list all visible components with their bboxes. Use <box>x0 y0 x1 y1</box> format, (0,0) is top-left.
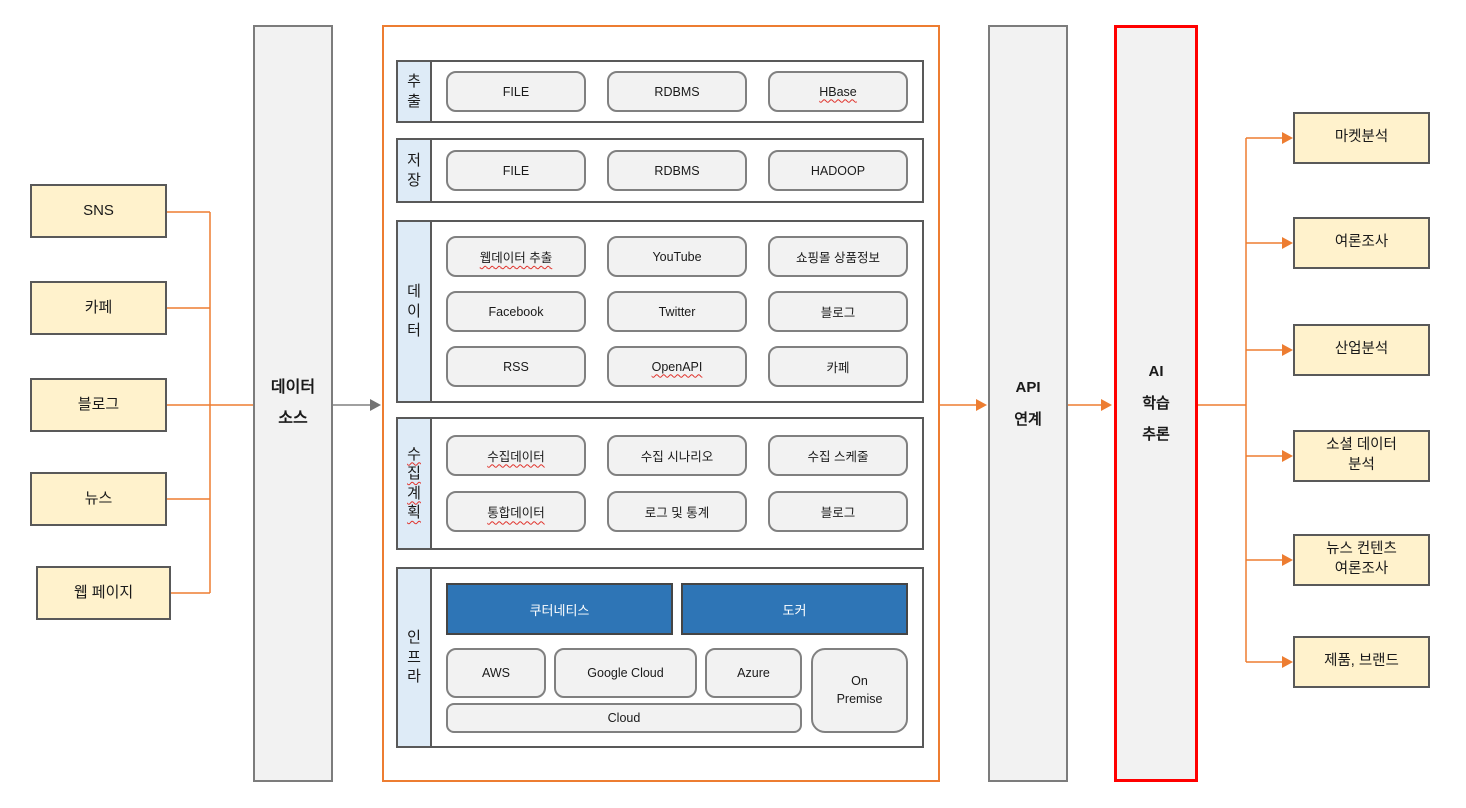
item-hbase: HBase <box>768 71 908 112</box>
source-box-sns: SNS <box>30 184 167 238</box>
row-plan-items: 수집데이터 수집 시나리오 수집 스케줄 통합데이터 로그 및 통계 블로그 <box>432 419 922 548</box>
row-data-label: 데 이 터 <box>398 222 432 401</box>
item-file: FILE <box>446 71 586 112</box>
orange-arrowhead-icon <box>1282 656 1293 668</box>
item-log-statistics: 로그 및 통계 <box>607 491 747 533</box>
item-on-premise: On Premise <box>811 648 908 733</box>
platform-to-api-arrow <box>940 399 987 411</box>
item-blog-plan: 블로그 <box>768 491 908 533</box>
orange-arrowhead-icon <box>1282 344 1293 356</box>
output-box-product-brand: 제품, 브랜드 <box>1293 636 1430 688</box>
source-box-cafe: 카페 <box>30 281 167 335</box>
row-infra: 인 프 라 쿠터네티스 도커 AWS Google Cloud Azure Cl… <box>396 567 924 748</box>
item-cafe: 카페 <box>768 346 908 387</box>
row-plan: 수 집 계 획 수집데이터 수집 시나리오 수집 스케줄 통합데이터 로그 및 … <box>396 417 924 550</box>
ai-inference-box: AI 학습 추론 <box>1114 25 1198 782</box>
item-collected-data: 수집데이터 <box>446 434 586 476</box>
item-aws: AWS <box>446 648 546 698</box>
orange-arrowhead-icon <box>1282 132 1293 144</box>
item-kubernetes: 쿠터네티스 <box>446 583 673 635</box>
api-to-ai-arrow <box>1068 399 1112 411</box>
api-link-column: API 연계 <box>988 25 1068 782</box>
data-source-column: 데이터 소스 <box>253 25 333 782</box>
source-box-webpage: 웹 페이지 <box>36 566 171 620</box>
item-rdbms: RDBMS <box>607 71 747 112</box>
item-facebook: Facebook <box>446 291 586 332</box>
item-twitter: Twitter <box>607 291 747 332</box>
row-data: 데 이 터 웹데이터 추출 YouTube 쇼핑몰 상품정보 Facebook … <box>396 220 924 403</box>
platform-panel: 추 출 FILE RDBMS HBase 저 장 FILE RDBMS HADO… <box>382 25 940 782</box>
orange-arrowhead-icon <box>1282 237 1293 249</box>
item-youtube: YouTube <box>607 236 747 277</box>
row-extract-label: 추 출 <box>398 62 432 121</box>
row-infra-items: 쿠터네티스 도커 AWS Google Cloud Azure Cloud On… <box>432 569 922 746</box>
row-store-items: FILE RDBMS HADOOP <box>432 140 922 201</box>
item-web-data-extract: 웹데이터 추출 <box>446 236 586 277</box>
item-rdbms-store: RDBMS <box>607 150 747 191</box>
output-box-news-content-poll: 뉴스 컨텐츠 여론조사 <box>1293 534 1430 586</box>
gray-arrowhead-icon <box>370 399 381 411</box>
row-extract: 추 출 FILE RDBMS HBase <box>396 60 924 123</box>
row-data-items: 웹데이터 추출 YouTube 쇼핑몰 상품정보 Facebook Twitte… <box>432 222 922 401</box>
item-cloud: Cloud <box>446 703 802 733</box>
source-connector-lines <box>166 211 253 594</box>
source-box-news: 뉴스 <box>30 472 167 526</box>
orange-arrowhead-icon <box>1282 450 1293 462</box>
datasource-to-platform-arrow <box>333 399 381 411</box>
source-box-blog: 블로그 <box>30 378 167 432</box>
row-store: 저 장 FILE RDBMS HADOOP <box>396 138 924 203</box>
item-integrated-data: 통합데이터 <box>446 491 586 533</box>
item-hadoop: HADOOP <box>768 150 908 191</box>
output-box-market-analysis: 마켓분석 <box>1293 112 1430 164</box>
output-box-industry-analysis: 산업분석 <box>1293 324 1430 376</box>
orange-arrowhead-icon <box>976 399 987 411</box>
item-shopping-product-info: 쇼핑몰 상품정보 <box>768 236 908 277</box>
orange-arrowhead-icon <box>1101 399 1112 411</box>
row-extract-items: FILE RDBMS HBase <box>432 62 922 121</box>
row-plan-label: 수 집 계 획 <box>398 419 432 548</box>
item-azure: Azure <box>705 648 802 698</box>
row-store-label: 저 장 <box>398 140 432 201</box>
item-file-store: FILE <box>446 150 586 191</box>
output-box-opinion-poll: 여론조사 <box>1293 217 1430 269</box>
item-collection-schedule: 수집 스케줄 <box>768 434 908 476</box>
item-docker: 도커 <box>681 583 908 635</box>
item-openapi: OpenAPI <box>607 346 747 387</box>
output-box-social-data-analysis: 소셜 데이터 분석 <box>1293 430 1430 482</box>
output-connector-lines <box>1198 137 1282 663</box>
output-arrowheads <box>1282 132 1293 668</box>
row-infra-label: 인 프 라 <box>398 569 432 746</box>
item-blog: 블로그 <box>768 291 908 332</box>
item-rss: RSS <box>446 346 586 387</box>
orange-arrowhead-icon <box>1282 554 1293 566</box>
item-google-cloud: Google Cloud <box>554 648 697 698</box>
item-collection-scenario: 수집 시나리오 <box>607 434 747 476</box>
